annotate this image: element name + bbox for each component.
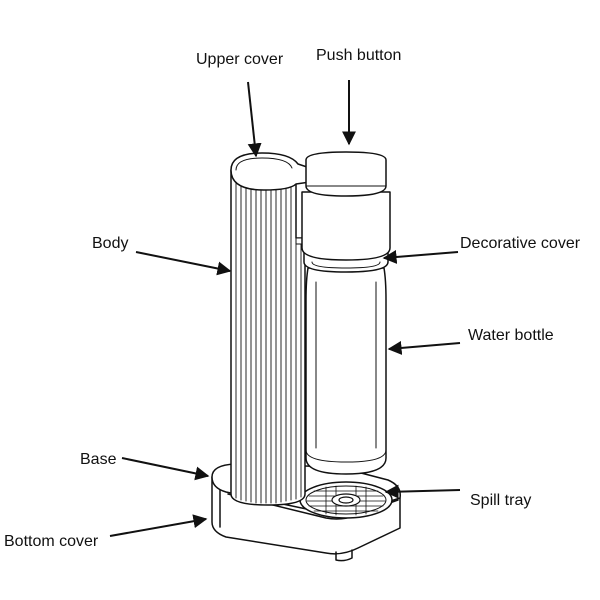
arrow-water-bottle: [387, 340, 461, 355]
label-base: Base: [80, 451, 117, 468]
arrow-decorative-cover: [382, 250, 459, 264]
upper-cover-drawing: [230, 152, 311, 191]
label-push-button: Push button: [316, 47, 402, 64]
spill-tray-drawing: [299, 481, 393, 519]
label-body: Body: [92, 235, 129, 252]
label-upper-cover: Upper cover: [196, 51, 284, 68]
arrow-upper-cover: [247, 81, 262, 158]
label-water-bottle: Water bottle: [468, 327, 554, 344]
arrow-body: [135, 251, 232, 276]
arrow-base: [121, 457, 210, 481]
label-decorative-cover: Decorative cover: [460, 235, 581, 252]
push-button-drawing: [301, 151, 391, 261]
arrow-bottom-cover: [109, 514, 208, 537]
arrow-spill-tray: [384, 484, 461, 499]
water-bottle-drawing: [305, 267, 387, 475]
body-column: [230, 169, 306, 506]
label-spill-tray: Spill tray: [470, 492, 532, 509]
label-bottom-cover: Bottom cover: [4, 533, 99, 550]
